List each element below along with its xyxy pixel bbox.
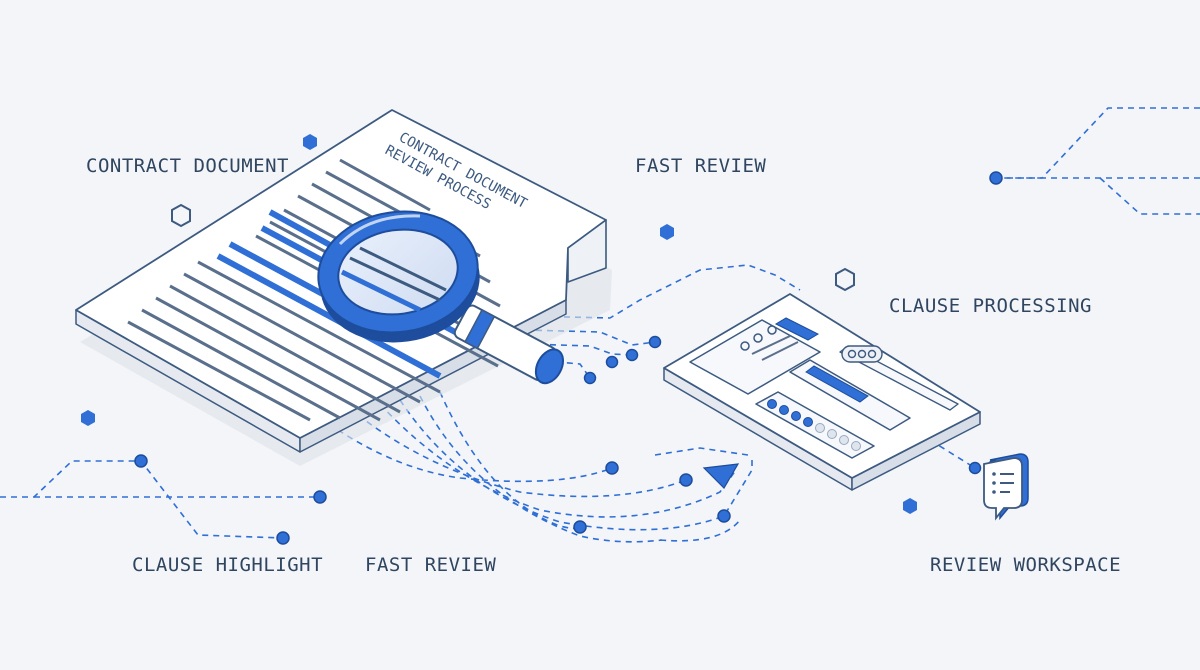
node-dot-icon: [679, 473, 693, 487]
arrow-head-icon: [702, 463, 740, 489]
magnifier-icon: [317, 210, 564, 385]
label-contract-document: CONTRACT DOCUMENT: [86, 155, 289, 177]
label-fast-review-bottom: FAST REVIEW: [365, 554, 497, 576]
hexagon-icon: [660, 224, 674, 240]
node-dot-icon: [573, 520, 587, 534]
connector-flow-8: [654, 447, 749, 456]
hexagon-icon: [903, 498, 917, 514]
node-dot-icon: [583, 371, 597, 385]
chat-bubble-icon: [983, 453, 1029, 521]
node-dot-icon: [989, 171, 1003, 185]
label-clause-processing: CLAUSE PROCESSING: [889, 295, 1092, 317]
node-dots: [134, 171, 1003, 545]
connector-flow-7: [659, 519, 741, 542]
lens-content: [349, 246, 447, 302]
node-dot-icon: [134, 454, 148, 468]
connector-top-right-1: [996, 107, 1200, 179]
workspace-card-1: [689, 319, 821, 395]
node-dot-icon: [648, 335, 662, 349]
connector-bottom-left-1: [0, 460, 284, 539]
hexagon-icon: [303, 134, 317, 150]
node-dot-icon: [313, 490, 327, 504]
label-clause-highlight: CLAUSE HIGHLIGHT: [132, 554, 324, 576]
label-fast-review-top: FAST REVIEW: [635, 155, 767, 177]
node-dot-icon: [717, 509, 731, 523]
node-dot-icon: [605, 355, 619, 369]
connector-flow-top-1: [519, 264, 801, 319]
connector-workspace-chat: [929, 439, 976, 469]
label-review-workspace: REVIEW WORKSPACE: [930, 554, 1122, 576]
connector-flow-4: [399, 399, 753, 531]
workspace-progress-dots: [767, 399, 861, 451]
hexagon-icon: [835, 267, 855, 292]
node-dot-icon: [276, 531, 290, 545]
node-dot-icon: [605, 461, 619, 475]
document-fold: [567, 219, 607, 283]
hexagons: [81, 134, 917, 514]
node-dot-icon: [625, 348, 639, 362]
hexagon-icon: [81, 410, 95, 426]
connector-flow-6: [439, 391, 581, 530]
connector-flow-3: [379, 403, 737, 518]
review-workspace-panel: [663, 293, 981, 491]
connector-flow-1: [337, 429, 613, 483]
hexagon-icon: [171, 203, 191, 228]
node-dot-icon: [968, 461, 982, 475]
connector-top-right-3: [1099, 177, 1200, 215]
connector-flow-5: [419, 395, 663, 543]
connector-flow-2: [357, 414, 687, 498]
